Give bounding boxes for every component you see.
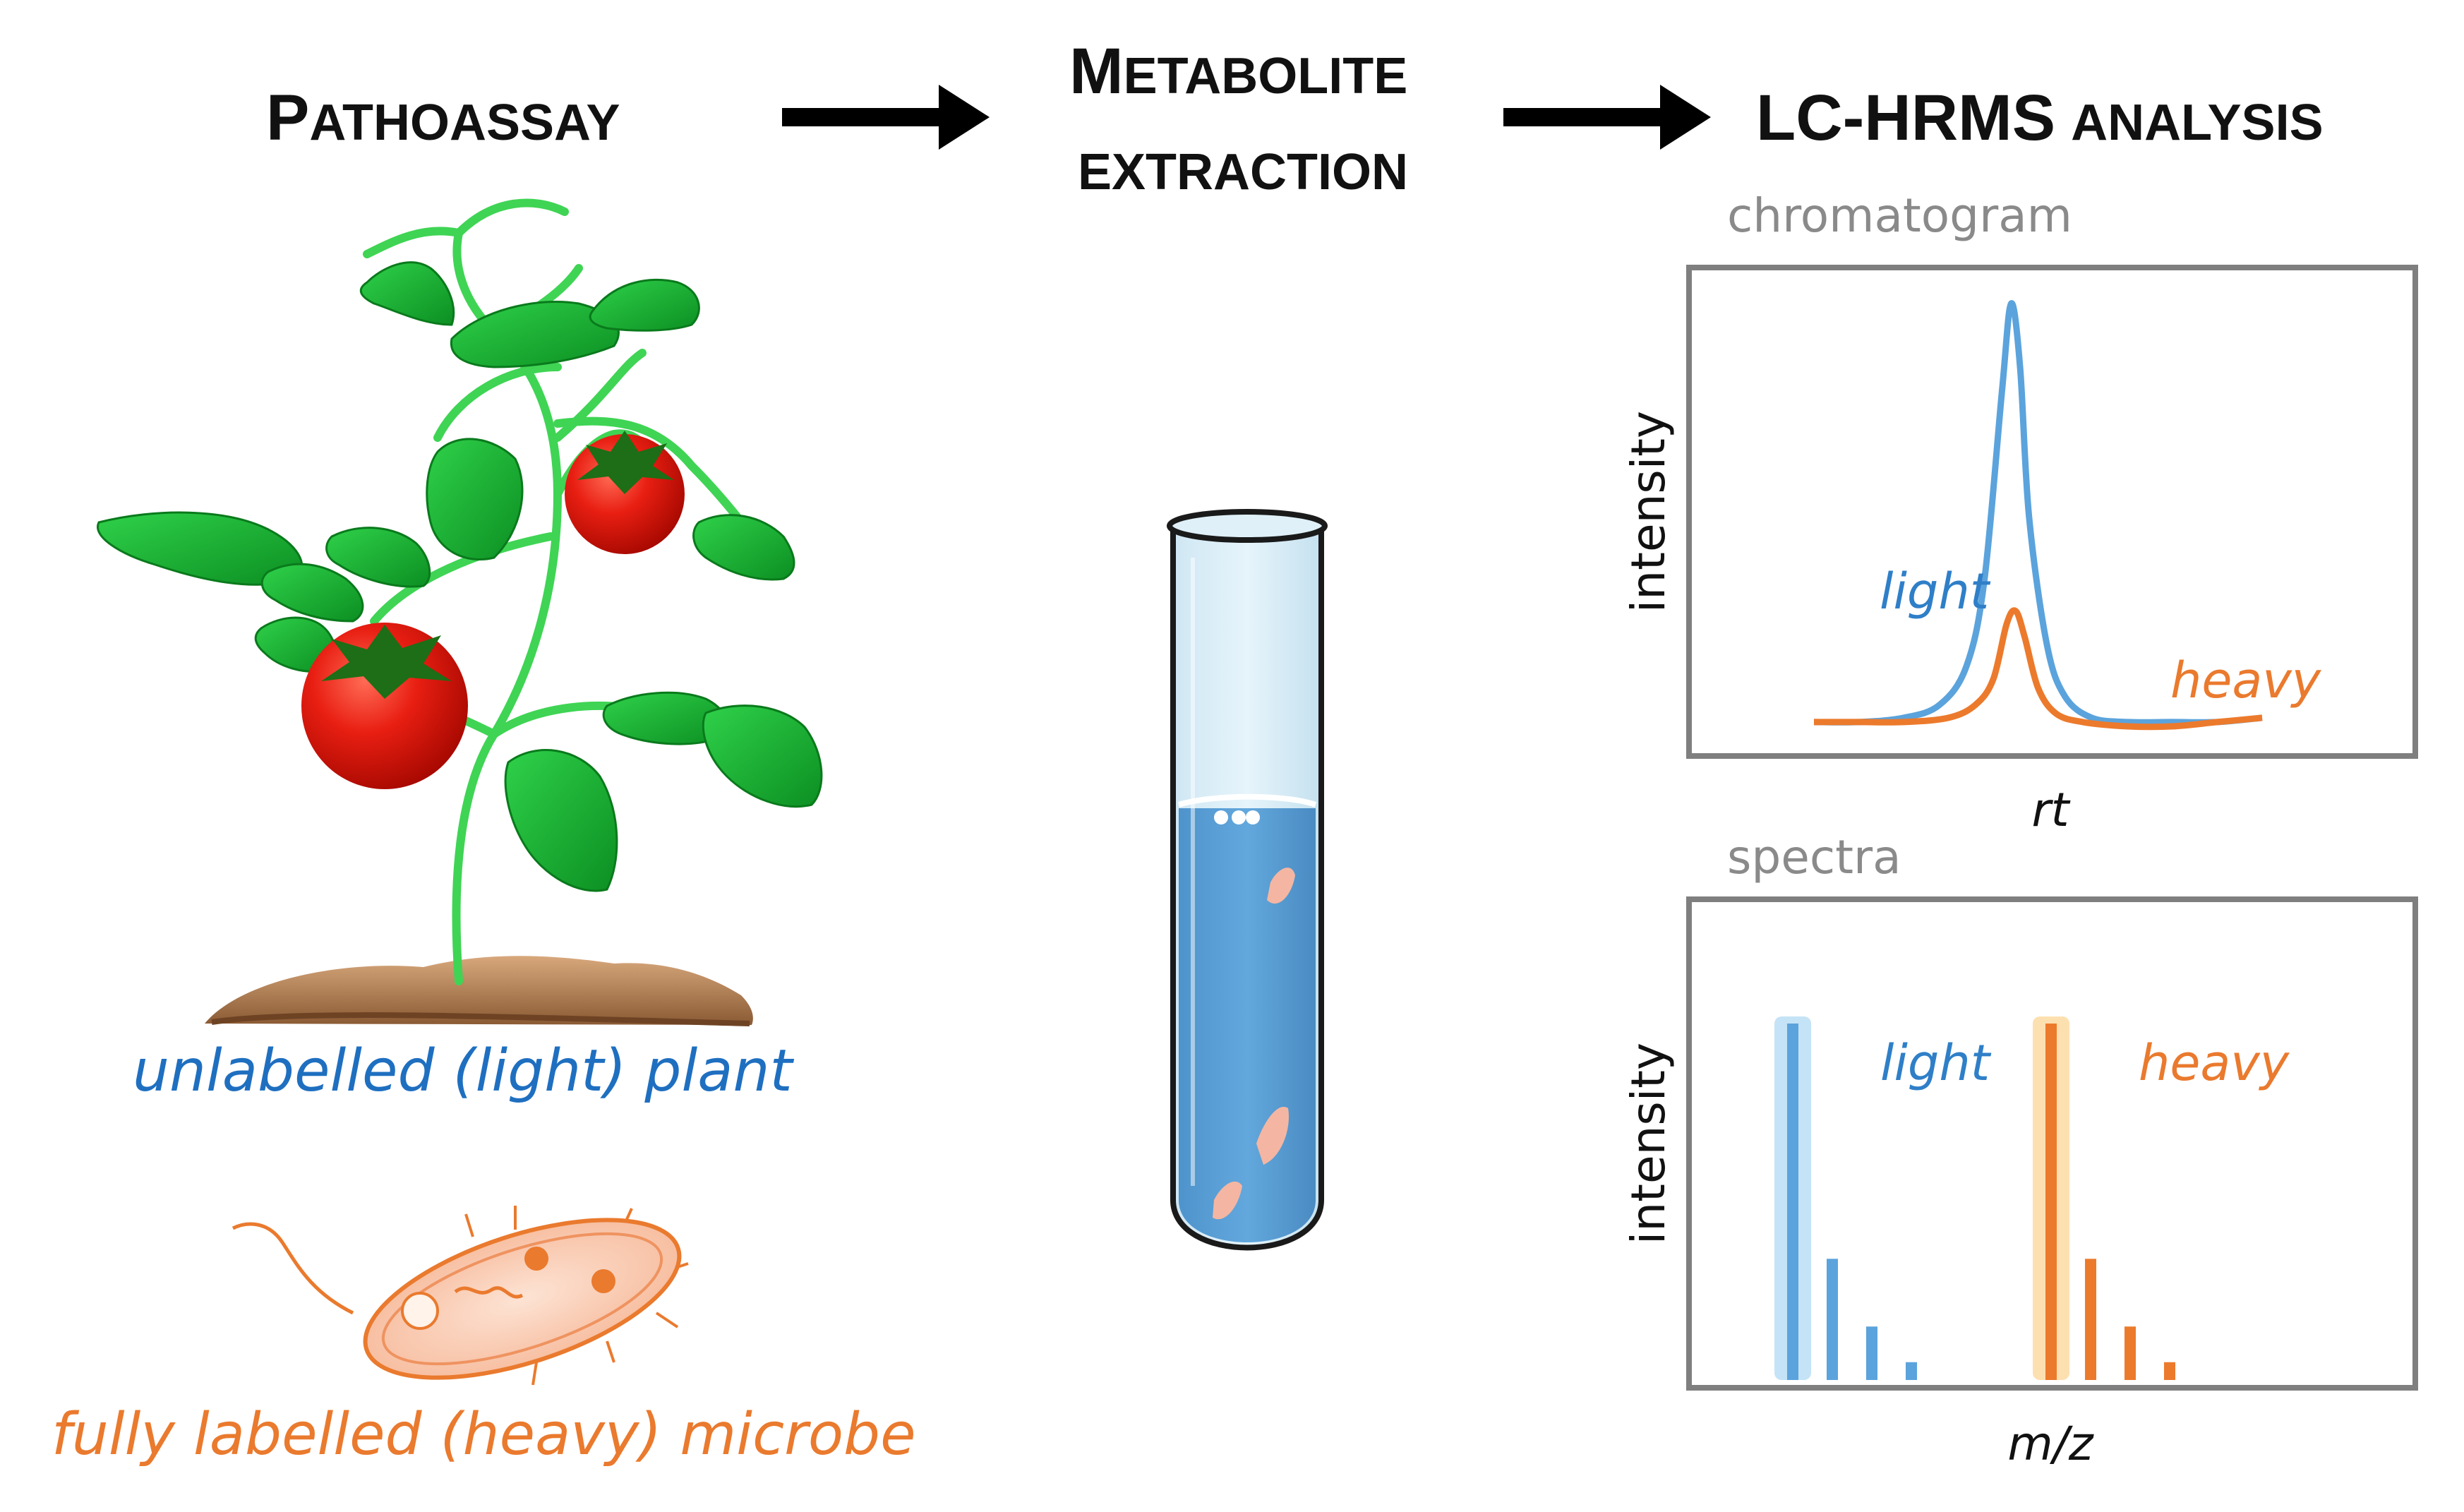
chromatogram-y-label: intensity [1621,411,1676,613]
caption-microbe: fully labelled (heavy) microbe [52,1401,916,1468]
spectra-bar-heavy-4 [2164,1362,2175,1380]
chromatogram-x-label: rt [2031,783,2070,837]
spectra-y-label: intensity [1621,1043,1676,1244]
chromatogram-frame [1686,265,2418,759]
arrow-right-icon [782,85,990,150]
spectra-title: spectra [1727,830,1901,884]
arrow-right-icon [1503,85,1711,150]
step1-rest: ATHOASSAY [309,95,620,151]
spectra-x-label: m/z [2007,1417,2094,1471]
spectra-bar-light-3 [1866,1326,1877,1380]
bacterium-icon [232,1206,689,1386]
chromatogram-panel: chromatogram intensity rt light heavy [1621,188,2418,837]
step3-main: LC-HRMS [1756,82,2055,154]
step-title-lc-hrms: LC-HRMS ANALYSIS [1756,82,2324,154]
step3-rest: ANALYSIS [2071,95,2323,151]
step2-initial: M [1069,35,1124,107]
spectra-bar-heavy-2 [2085,1259,2096,1380]
spectra-bar-heavy-1 [2045,1024,2057,1380]
test-tube-icon [1167,509,1328,1251]
step-title-extraction: EXTRACTION [1078,144,1408,200]
step1-initial: P [266,82,309,154]
chromatogram-title: chromatogram [1727,188,2072,243]
caption-plant: unlabelled (light) plant [133,1038,794,1105]
spectra-bar-heavy-3 [2125,1326,2136,1380]
spectra-label-heavy: heavy [2139,1034,2290,1092]
spectra-bar-light-2 [1827,1259,1838,1380]
chromatogram-series-heavy [1813,607,2263,731]
step2-rest: ETABOLITE [1124,48,1408,104]
spectra-bar-light-1 [1787,1024,1798,1380]
step-title-pathoassay: PATHOASSAY [266,82,620,154]
spectra-bar-light-4 [1906,1362,1917,1380]
chromatogram-label-light: light [1880,563,1991,620]
tomato-plant-icon [97,198,823,1026]
spectra-panel: spectra intensity m/z light heavy [1621,830,2418,1471]
chromatogram-series-light [1813,300,2263,726]
step-title-metabolite: METABOLITE [1069,35,1407,107]
spectra-label-light: light [1880,1034,1992,1092]
chromatogram-label-heavy: heavy [2170,652,2322,709]
